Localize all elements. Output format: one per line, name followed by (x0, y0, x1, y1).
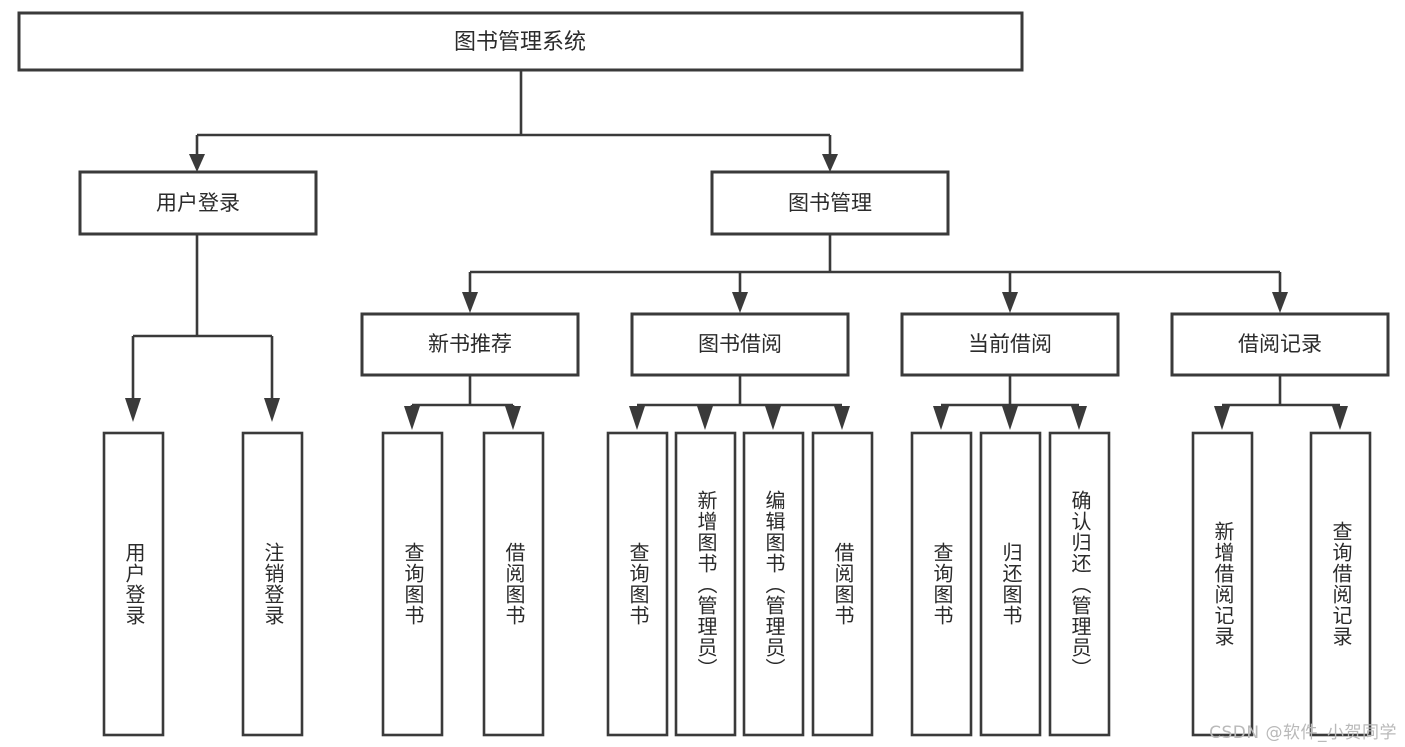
csdn-watermark: CSDN @软件_小贺同学 (1209, 723, 1397, 743)
node-user-login-label: 用户登录 (156, 191, 240, 215)
arrow-head-cb-leaf1 (933, 406, 949, 430)
leaf-box-br-query-record[interactable] (1309, 431, 1372, 737)
leaf-box-bb-query-book[interactable] (606, 431, 669, 737)
node-current-borrow-label: 当前借阅 (968, 332, 1052, 356)
arrow-head-book-manage (822, 154, 838, 172)
arrow-head-nb-leaf1 (404, 406, 420, 430)
arrow-head-book-borrow (732, 292, 748, 313)
arrow-head-cb-leaf3 (1071, 406, 1087, 430)
arrow-head-new-book (462, 292, 478, 313)
arrow-head-br-leaf1 (1214, 406, 1230, 430)
leaf-box-bb-borrow-book[interactable] (811, 431, 874, 737)
arrow-head-nb-leaf2 (505, 406, 521, 430)
node-user-login[interactable]: 用户登录 (78, 170, 318, 236)
arrow-head-user-login (189, 154, 205, 172)
node-current-borrow[interactable]: 当前借阅 (900, 312, 1120, 377)
node-new-book-recommend-box[interactable] (360, 312, 580, 377)
node-root-box[interactable] (17, 11, 1024, 72)
node-book-manage-label: 图书管理 (788, 191, 872, 215)
leaf-box-cb-confirm-return[interactable] (1048, 431, 1111, 737)
node-book-manage[interactable]: 图书管理 (710, 170, 950, 236)
leaf-box-bb-edit-book[interactable] (742, 431, 805, 737)
arrow-head-borrow-record (1272, 292, 1288, 313)
node-book-borrow-label: 图书借阅 (698, 332, 782, 356)
arrow-head-bb-leaf4 (834, 406, 850, 430)
arrow-head-br-leaf2 (1332, 406, 1348, 430)
arrow-head-bb-leaf3 (765, 406, 781, 430)
node-book-manage-box[interactable] (710, 170, 950, 236)
node-book-borrow-box[interactable] (630, 312, 850, 377)
node-borrow-record-label: 借阅记录 (1238, 332, 1322, 356)
arrow-head-bb-leaf1 (629, 406, 645, 430)
leaf-box-nb-borrow-book[interactable] (482, 431, 545, 737)
node-new-book-recommend-label: 新书推荐 (428, 332, 512, 356)
connector-layer (125, 70, 1348, 430)
arrow-head-current-borrow (1002, 292, 1018, 313)
arrow-head-cb-leaf2 (1002, 406, 1018, 430)
arrow-head-leaf-user-login (125, 398, 141, 422)
leaf-box-logout[interactable] (241, 431, 304, 737)
arrow-head-bb-leaf2 (697, 406, 713, 430)
node-borrow-record-box[interactable] (1170, 312, 1390, 377)
leaf-box-bb-add-book[interactable] (674, 431, 737, 737)
node-user-login-box[interactable] (78, 170, 318, 236)
arrow-head-leaf-logout (264, 398, 280, 422)
leaf-box-nb-query-book[interactable] (381, 431, 444, 737)
node-book-borrow[interactable]: 图书借阅 (630, 312, 850, 377)
node-borrow-record[interactable]: 借阅记录 (1170, 312, 1390, 377)
leaf-box-cb-return-book[interactable] (979, 431, 1042, 737)
leaf-box-user-login[interactable] (102, 431, 165, 737)
leaf-box-br-add-record[interactable] (1191, 431, 1254, 737)
node-root-label: 图书管理系统 (454, 30, 586, 55)
leaf-box-layer (102, 431, 1372, 737)
node-root[interactable]: 图书管理系统 (17, 11, 1024, 72)
node-new-book-recommend[interactable]: 新书推荐 (360, 312, 580, 377)
leaf-box-cb-query-book[interactable] (910, 431, 973, 737)
node-current-borrow-box[interactable] (900, 312, 1120, 377)
